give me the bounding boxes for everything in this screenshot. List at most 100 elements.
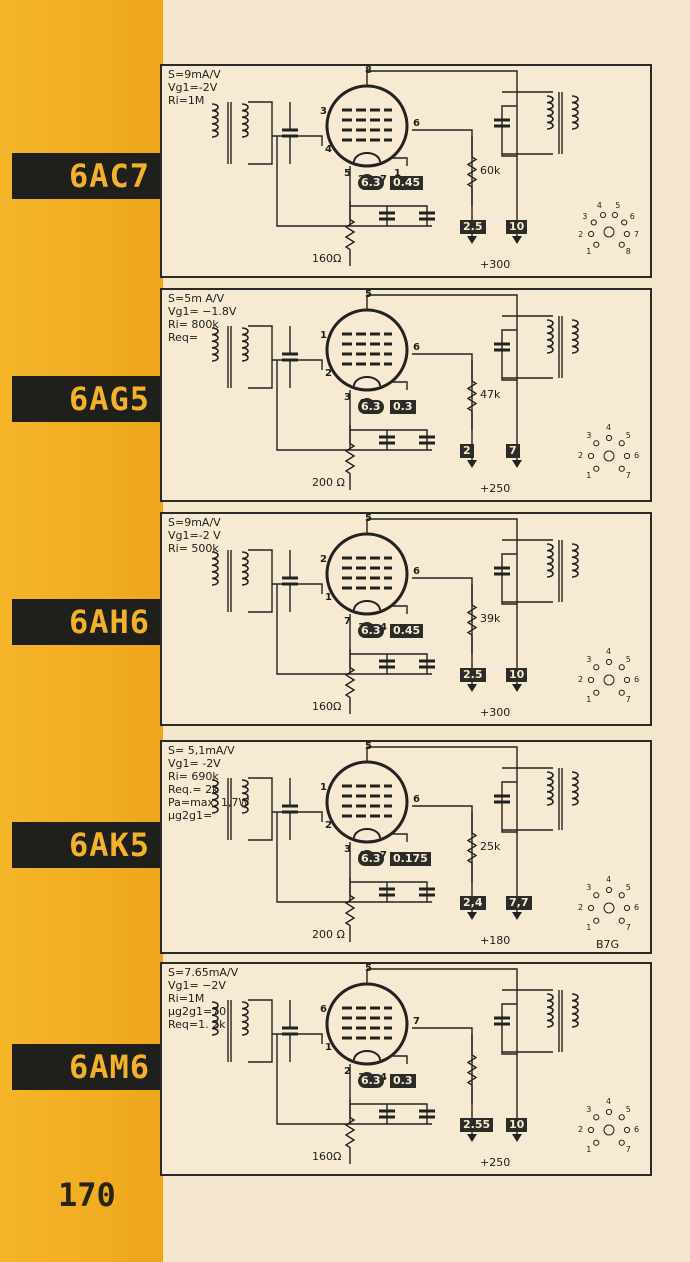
circuit-schematic (211, 968, 579, 1164)
screen-resistor-label: 60k (480, 164, 501, 177)
heater-voltage-box: 6.3 (358, 1074, 384, 1088)
supply-voltage-label: +300 (480, 258, 511, 271)
pin-number: 6 (413, 566, 420, 577)
tube-type-label: 6AK5 (12, 822, 162, 868)
anode-voltage-box: 7 (506, 444, 520, 458)
socket-pin-number: 7 (625, 1144, 631, 1154)
socket-pin-number: 4 (606, 647, 612, 656)
heater-voltage-box: 6.3 (358, 624, 384, 638)
parameter-line: Req=1. 2k (168, 1018, 226, 1031)
parameter-line: S=7.65mA/V (168, 966, 239, 979)
screen-voltage-box: 2.55 (460, 1118, 494, 1132)
tube-type-label: 6AH6 (12, 599, 162, 645)
circuit-schematic (211, 746, 579, 942)
socket-pin-number: 1 (586, 1144, 592, 1154)
anode-voltage-box: 7,7 (506, 896, 532, 910)
tube-type-label: 6AM6 (12, 1044, 162, 1090)
cathode-resistor-label: 200 Ω (312, 928, 345, 941)
parameter-line: Vg1= −1.8V (168, 305, 237, 318)
socket-pin-number: 3 (586, 1105, 592, 1115)
parameter-line: S=9mA/V (168, 68, 221, 81)
heater-current-box: 0.3 (390, 400, 416, 414)
pin-number: 7 (344, 616, 351, 627)
socket-pin-number: 5 (625, 1105, 631, 1115)
base-type-code: B7G (596, 938, 620, 951)
socket-pin-number: 2 (578, 675, 584, 684)
parameter-line: Req.= 2k (168, 783, 219, 796)
parameter-line: Vg1=-2 V (168, 529, 221, 542)
heater-voltage-box: 6.3 (358, 176, 384, 190)
socket-pin-number: 4 (606, 423, 612, 432)
socket-pin-number: 5 (625, 655, 631, 665)
circuit-panel: S=9mA/VVg1=-2VRi=1M834652716.30.45160Ω60… (160, 64, 652, 278)
socket-pin-number: 7 (625, 470, 631, 480)
socket-pin-number: 6 (634, 451, 640, 460)
heater-voltage-box: 6.3 (358, 852, 384, 866)
pin-number: 5 (365, 963, 372, 974)
socket-pin-number: 2 (578, 903, 584, 912)
heater-current-box: 0.45 (390, 176, 424, 190)
circuit-schematic (211, 518, 579, 714)
supply-voltage-label: +300 (480, 706, 511, 719)
heater-voltage-box: 6.3 (358, 400, 384, 414)
cathode-resistor-label: 160Ω (312, 252, 342, 265)
screen-voltage-box: 2 (460, 444, 474, 458)
pin-number: 3 (344, 844, 351, 855)
socket-pin-number: 3 (586, 431, 592, 441)
pin-number: 2 (325, 368, 332, 379)
supply-voltage-label: +250 (480, 1156, 511, 1169)
supply-voltage-label: +250 (480, 482, 511, 495)
screen-voltage-box: 2,4 (460, 896, 486, 910)
heater-current-box: 0.175 (390, 852, 431, 866)
screen-resistor-label: 25k (480, 840, 501, 853)
parameter-line: Ri= 500k (168, 542, 219, 555)
socket-pin-number: 4 (606, 875, 612, 884)
parameter-line: Vg1= −2V (168, 979, 226, 992)
pin-number: 1 (320, 330, 327, 341)
tube-type-label: 6AC7 (12, 153, 162, 199)
socket-pin-number: 1 (586, 922, 592, 932)
pin-number: 3 (320, 106, 327, 117)
pin-number: 6 (413, 118, 420, 129)
parameter-line: Vg1=-2V (168, 81, 218, 94)
cathode-resistor-label: 160Ω (312, 1150, 342, 1163)
pin-number: 1 (394, 168, 401, 179)
parameter-line: Ri=1M (168, 992, 205, 1005)
pin-number: 5 (365, 741, 372, 752)
socket-pin-number: 3 (586, 655, 592, 665)
pin-number: 2 (320, 554, 327, 565)
parameter-line: Ri= 800k (168, 318, 219, 331)
socket-pin-number: 1 (586, 246, 592, 256)
pin-number: 1 (325, 1042, 332, 1053)
heater-current-box: 0.3 (390, 1074, 416, 1088)
socket-pin-number: 5 (615, 200, 621, 210)
socket-pin-number: 1 (586, 470, 592, 480)
socket-pin-number: 6 (629, 212, 635, 222)
socket-pin-number: 6 (634, 675, 640, 684)
pin-number: 3 (344, 392, 351, 403)
socket-pin-number: 1 (586, 694, 592, 704)
tube-type-label: 6AG5 (12, 376, 162, 422)
socket-pin-number: 2 (578, 230, 584, 240)
socket-pin-number: 3 (586, 883, 592, 893)
screen-resistor-label: 47k (480, 388, 501, 401)
socket-pin-number: 4 (606, 1097, 612, 1106)
cathode-resistor-label: 160Ω (312, 700, 342, 713)
pin-number: 2 (344, 1066, 351, 1077)
pin-number: 5 (365, 513, 372, 524)
screen-voltage-box: 2.5 (460, 220, 486, 234)
pin-number: 2 (325, 820, 332, 831)
pin-number: 8 (365, 65, 372, 76)
pin-number: 5 (344, 168, 351, 179)
socket-pin-number: 4 (596, 200, 602, 210)
socket-pin-number: 5 (625, 431, 631, 441)
